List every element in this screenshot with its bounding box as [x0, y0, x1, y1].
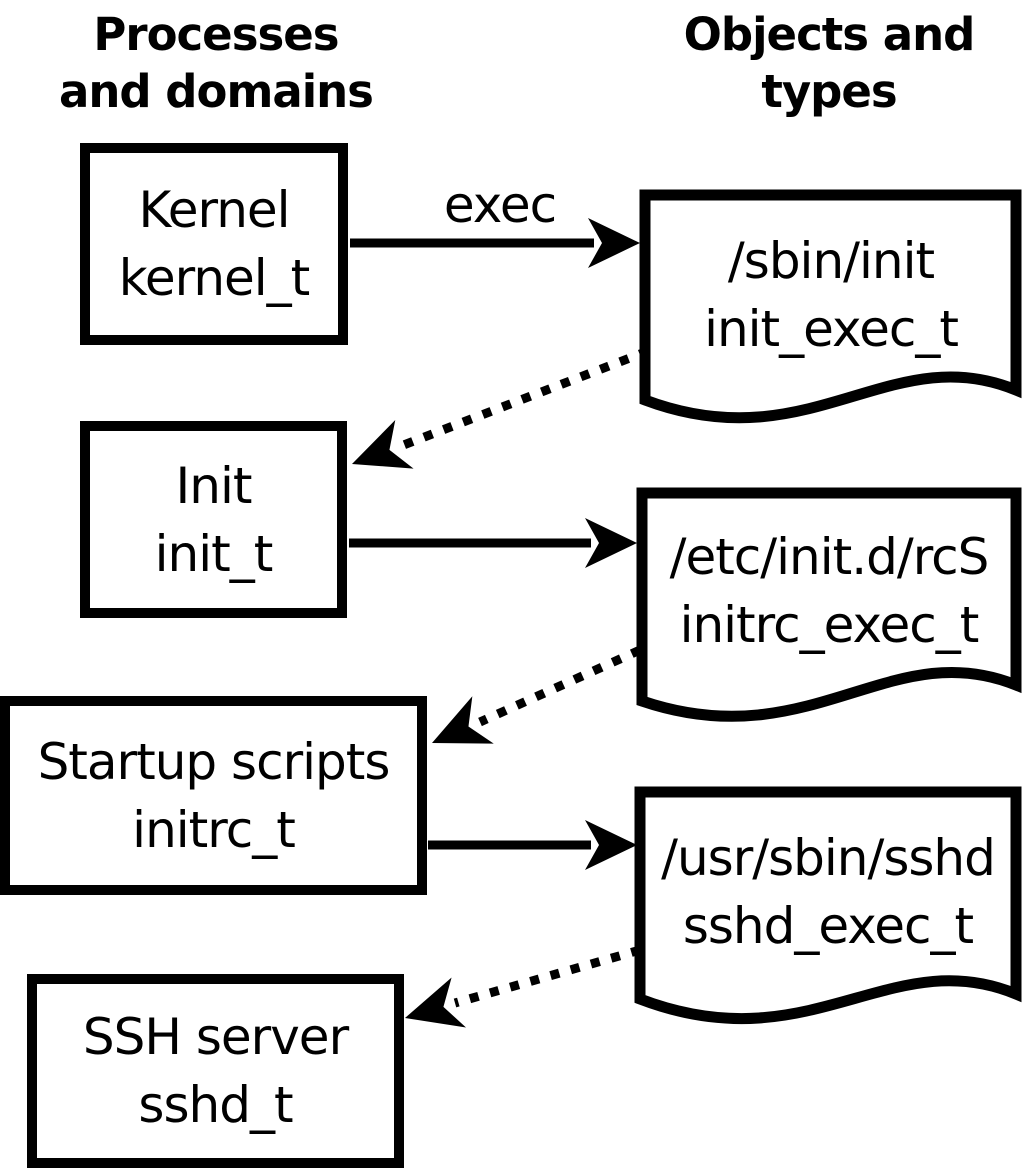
transition-arrow-rcS-to-startup: [478, 645, 642, 727]
transition-arrow-sbin-init-to-init: [399, 346, 650, 451]
object-document-etc-initd-rcS: [636, 487, 1022, 722]
process-name-ssh-server: SSH server: [82, 1008, 349, 1066]
transition-arrowhead-rcS-to-startup: [432, 696, 494, 744]
left-column-header: Processes and domains: [0, 6, 432, 120]
process-box-startup-scripts: Startup scripts initrc_t: [0, 696, 427, 895]
object-document-usr-sbin-sshd: [634, 786, 1022, 1025]
process-box-init: Init init_t: [80, 421, 347, 618]
left-header-line1: Processes: [93, 8, 339, 61]
exec-arrowhead-init-to-rcS: [585, 518, 637, 568]
transition-arrowhead-sshd-exec-to-sshd: [405, 977, 467, 1028]
left-header-line2: and domains: [59, 65, 374, 118]
process-domain-init: init_t: [154, 524, 274, 583]
process-domain-startup-scripts: initrc_t: [132, 800, 296, 859]
process-domain-ssh-server: sshd_t: [138, 1076, 293, 1134]
process-name-init: Init: [175, 456, 253, 515]
exec-arrowhead-startup-to-sshd: [585, 820, 637, 870]
exec-edge-label: exec: [443, 176, 557, 234]
process-name-kernel: Kernel: [138, 181, 290, 239]
process-domain-kernel: kernel_t: [118, 249, 311, 307]
object-document-sbin-init: [639, 189, 1022, 424]
exec-arrowhead-kernel-to-sbin-init: [588, 218, 640, 268]
right-column-header: Objects and types: [634, 6, 1024, 120]
transition-arrow-sshd-exec-to-sshd: [453, 945, 642, 1008]
right-header-line1: Objects and: [683, 8, 976, 61]
process-box-ssh-server: SSH server sshd_t: [27, 974, 404, 1168]
process-name-startup-scripts: Startup scripts: [37, 732, 391, 791]
transition-arrowhead-sbin-init-to-init: [352, 419, 414, 469]
process-box-kernel: Kernel kernel_t: [80, 143, 348, 345]
right-header-line2: types: [761, 65, 897, 118]
